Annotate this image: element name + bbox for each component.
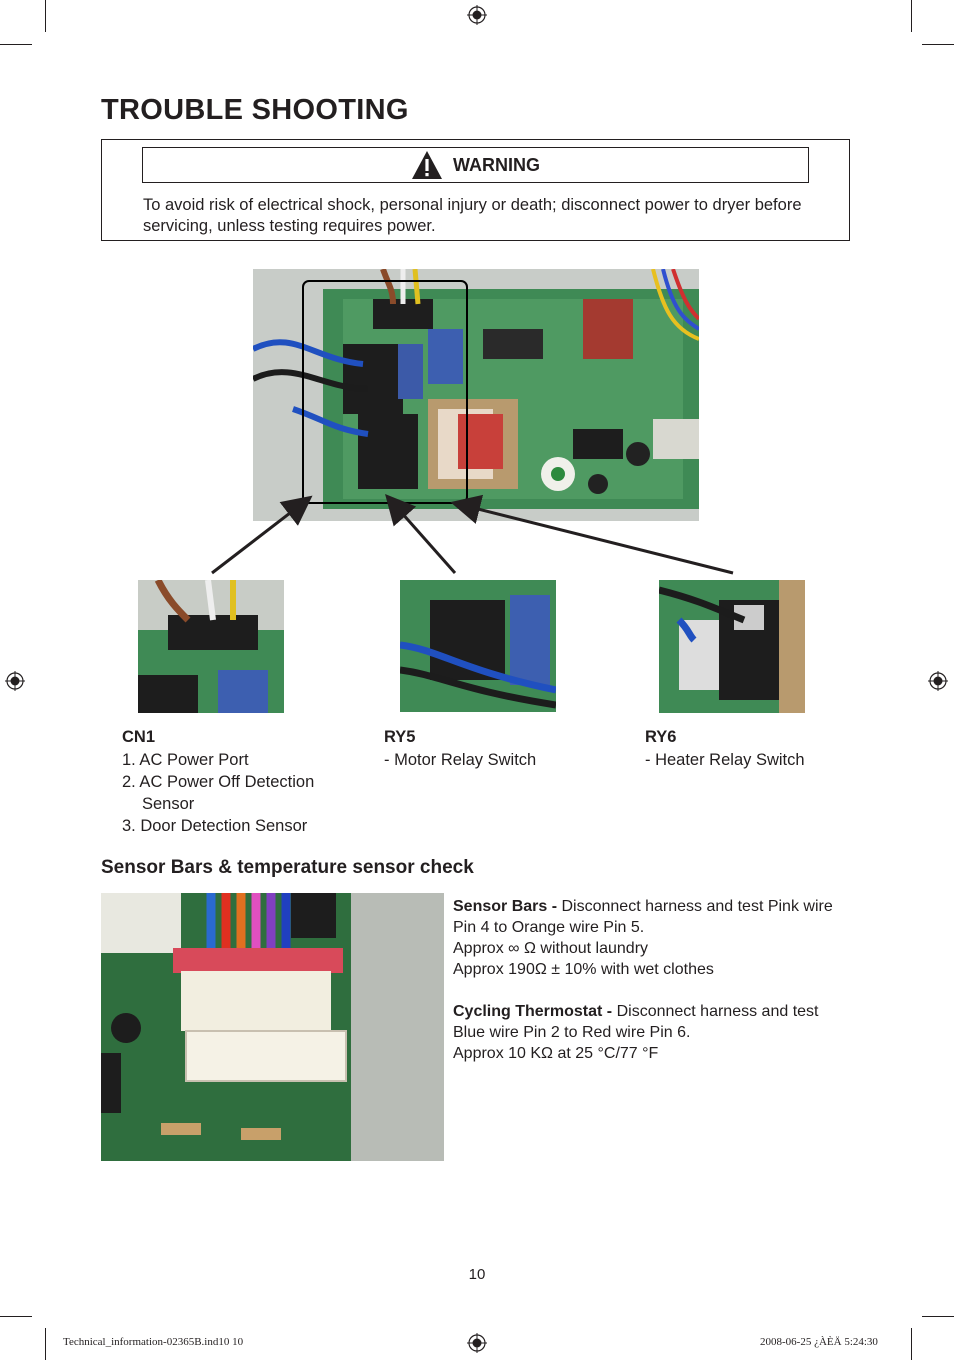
list-item: 3. Door Detection Sensor	[122, 817, 308, 835]
component-name: CN1	[122, 728, 156, 746]
cn1-photo	[138, 580, 284, 713]
pcb-main-illustration	[253, 269, 699, 521]
crop-mark	[922, 44, 954, 45]
page-title: TROUBLE SHOOTING	[101, 94, 409, 126]
ry5-photo	[400, 580, 556, 712]
thermostat-paragraph: Cycling Thermostat - Disconnect harness …	[453, 1001, 843, 1043]
cn1-description: CN1 1. AC Power Port 2. AC Power Off Det…	[122, 728, 362, 837]
warning-heading: WARNING	[453, 154, 540, 175]
sensor-bars-paragraph: Sensor Bars - Disconnect harness and tes…	[453, 896, 843, 938]
list-item: - Heater Relay Switch	[645, 751, 805, 769]
sensor-bars-text: Disconnect harness and test Pink wire Pi…	[453, 898, 833, 936]
sensor-instructions: Sensor Bars - Disconnect harness and tes…	[453, 896, 843, 1064]
registration-mark-icon	[467, 1333, 487, 1353]
sensor-bars-reading-dry: Approx ∞ Ω without laundry	[453, 940, 649, 957]
footer-date: 2008-06-25 ¿ÀÈÄ 5:24:30	[760, 1336, 878, 1348]
footer-file: Technical_information-02365B.ind10 10	[63, 1336, 244, 1348]
warning-triangle-icon	[412, 151, 442, 179]
crop-mark	[911, 0, 912, 32]
section-title: Sensor Bars & temperature sensor check	[101, 857, 474, 878]
page-number: 10	[468, 1266, 486, 1283]
thermostat-text: Disconnect harness and test Blue wire Pi…	[453, 1003, 819, 1041]
sensor-bars-label: Sensor Bars -	[453, 898, 558, 915]
ry6-photo	[659, 580, 805, 713]
crop-mark	[911, 1328, 912, 1360]
thermostat-label: Cycling Thermostat -	[453, 1003, 613, 1020]
list-item: 1. AC Power Port	[122, 751, 249, 769]
callout-arrows	[211, 494, 734, 575]
sensor-harness-photo	[101, 893, 444, 1161]
warning-box: WARNING To avoid risk of electrical shoc…	[101, 139, 850, 241]
crop-mark	[45, 0, 46, 32]
component-name: RY6	[645, 728, 677, 746]
list-item: 2. AC Power Off Detection	[122, 773, 315, 791]
registration-mark-icon	[928, 671, 948, 691]
warning-text: To avoid risk of electrical shock, perso…	[143, 196, 802, 235]
pcb-main-photo	[253, 269, 699, 521]
crop-mark	[0, 1316, 32, 1317]
list-item: - Motor Relay Switch	[384, 751, 537, 769]
warning-header: WARNING	[142, 147, 809, 183]
ry5-description: RY5 - Motor Relay Switch	[384, 728, 624, 771]
crop-mark	[922, 1316, 954, 1317]
thermostat-reading: Approx 10 KΩ at 25 °C/77 °F	[453, 1045, 659, 1062]
registration-mark-icon	[5, 671, 25, 691]
sensor-bars-reading-wet: Approx 190Ω ± 10% with wet clothes	[453, 961, 714, 978]
list-item: Sensor	[142, 795, 195, 813]
crop-mark	[45, 1328, 46, 1360]
ry6-description: RY6 - Heater Relay Switch	[645, 728, 885, 771]
registration-mark-icon	[467, 5, 487, 25]
component-name: RY5	[384, 728, 416, 746]
crop-mark	[0, 44, 32, 45]
